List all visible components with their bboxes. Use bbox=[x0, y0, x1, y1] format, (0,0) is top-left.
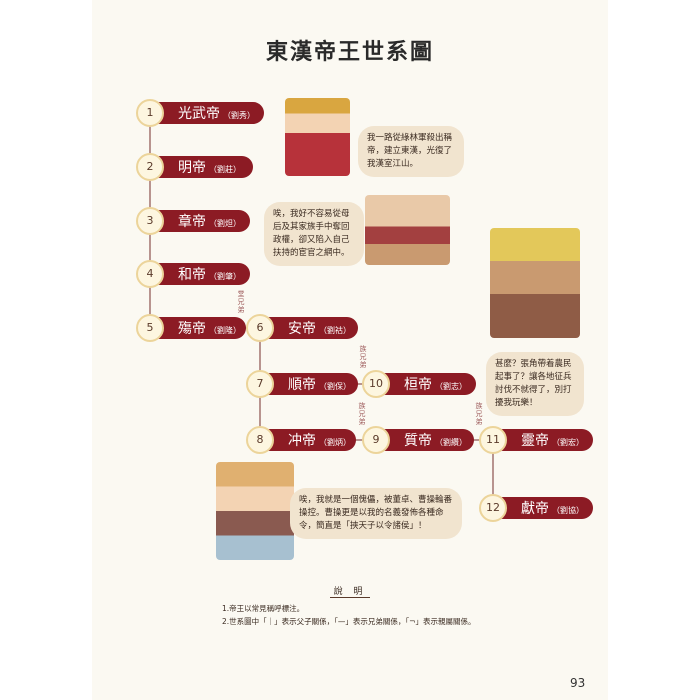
illustration-guangwu bbox=[285, 98, 350, 176]
emperor-personal-name: （劉協） bbox=[552, 506, 584, 515]
emperor-personal-name: （劉隆） bbox=[209, 326, 241, 335]
line-brother bbox=[345, 439, 376, 441]
emperor-number: 10 bbox=[362, 370, 390, 398]
emperor-name: 獻帝 bbox=[521, 501, 549, 517]
emperor-number: 4 bbox=[136, 260, 164, 288]
emperor-name: 和帝 bbox=[178, 267, 206, 283]
relation-label: 族兄弟 bbox=[359, 345, 367, 369]
emperor-label: 冲帝（劉炳） bbox=[268, 429, 356, 451]
emperor-number: 8 bbox=[246, 426, 274, 454]
emperor-personal-name: （劉莊） bbox=[209, 165, 241, 174]
notes-heading: 說 明 bbox=[333, 587, 367, 597]
emperor-number: 3 bbox=[136, 207, 164, 235]
emperor-name: 桓帝 bbox=[404, 377, 432, 393]
emperor-label: 質帝（劉纘） bbox=[384, 429, 474, 451]
relation-label: 堂兄弟 bbox=[237, 290, 245, 314]
emperor-personal-name: （劉志） bbox=[435, 382, 467, 391]
emperor-name: 明帝 bbox=[178, 160, 206, 176]
emperor-label: 桓帝（劉志） bbox=[384, 373, 476, 395]
emperor-number: 6 bbox=[246, 314, 274, 342]
emperor-number: 5 bbox=[136, 314, 164, 342]
line-father-son bbox=[492, 440, 494, 508]
emperor-name: 靈帝 bbox=[521, 433, 549, 449]
emperor-number: 2 bbox=[136, 153, 164, 181]
emperor-label: 光武帝（劉秀） bbox=[158, 102, 264, 124]
emperor-number: 11 bbox=[479, 426, 507, 454]
emperor-personal-name: （劉祜） bbox=[319, 326, 351, 335]
page-title: 東漢帝王世系圖 bbox=[265, 40, 434, 65]
emperor-name: 章帝 bbox=[178, 214, 206, 230]
emperor-number: 9 bbox=[362, 426, 390, 454]
emperor-number: 1 bbox=[136, 99, 164, 127]
emperor-label: 和帝（劉肇） bbox=[158, 263, 250, 285]
speech-bubble: 唉，我就是一個傀儡，被董卓、曹操輪番操控。曹操更是以我的名義發佈各種命令，簡直是… bbox=[290, 488, 462, 539]
emperor-name: 安帝 bbox=[288, 321, 316, 337]
relation-label: 族兄弟 bbox=[475, 402, 483, 426]
emperor-name: 光武帝 bbox=[178, 106, 220, 122]
emperor-number: 12 bbox=[479, 494, 507, 522]
illustration-ling bbox=[490, 228, 580, 338]
emperor-personal-name: （劉宏） bbox=[552, 438, 584, 447]
emperor-name: 順帝 bbox=[288, 377, 316, 393]
emperor-label: 明帝（劉莊） bbox=[158, 156, 253, 178]
emperor-personal-name: （劉炳） bbox=[319, 438, 351, 447]
emperor-name: 質帝 bbox=[404, 433, 432, 449]
emperor-label: 獻帝（劉協） bbox=[501, 497, 593, 519]
emperor-number: 7 bbox=[246, 370, 274, 398]
speech-bubble: 我一路從綠林軍殺出稱帝，建立東漢，光復了我漢室江山。 bbox=[358, 126, 464, 177]
emperor-label: 順帝（劉保） bbox=[268, 373, 358, 395]
note-item: 2.世系圖中「｜」表示父子關係，「—」表示兄弟關係，「¬」表示親屬關係。 bbox=[222, 617, 476, 626]
page-number: 93 bbox=[570, 676, 586, 690]
emperor-label: 殤帝（劉隆） bbox=[158, 317, 246, 339]
divider bbox=[330, 597, 370, 598]
note-item: 1.帝王以常見稱呼標注。 bbox=[222, 604, 305, 613]
emperor-personal-name: （劉秀） bbox=[223, 111, 255, 120]
emperor-personal-name: （劉炟） bbox=[209, 219, 241, 228]
illustration-zhang bbox=[365, 195, 450, 265]
speech-bubble: 唉，我好不容易從母后及其家族手中奪回政權，卻又陷入自己扶持的宦官之網中。 bbox=[264, 202, 364, 266]
relation-label: 族兄弟 bbox=[358, 402, 366, 426]
speech-bubble: 甚麼？張角帶着農民起事了？讓各地征兵討伐不就得了，別打擾我玩樂！ bbox=[486, 352, 584, 416]
illustration-xian bbox=[216, 462, 294, 560]
emperor-name: 冲帝 bbox=[288, 433, 316, 449]
emperor-personal-name: （劉纘） bbox=[435, 438, 467, 447]
emperor-label: 章帝（劉炟） bbox=[158, 210, 250, 232]
emperor-label: 靈帝（劉宏） bbox=[501, 429, 593, 451]
emperor-label: 安帝（劉祜） bbox=[268, 317, 358, 339]
emperor-name: 殤帝 bbox=[178, 321, 206, 337]
emperor-personal-name: （劉保） bbox=[319, 382, 351, 391]
emperor-personal-name: （劉肇） bbox=[209, 272, 241, 281]
